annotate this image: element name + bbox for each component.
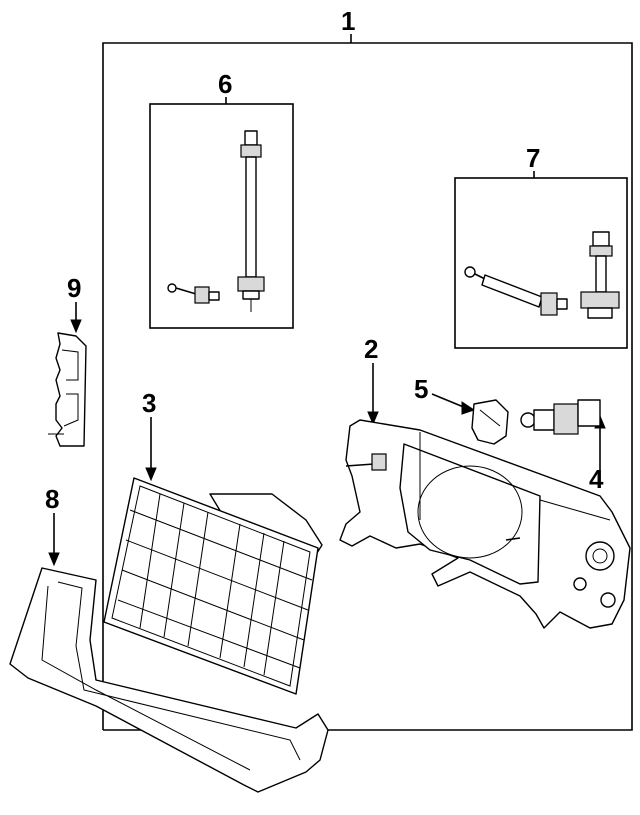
bulb-kit-box-7: 7 [454, 143, 628, 349]
callout-3-label: 3 [142, 388, 156, 418]
long-bulb-6 [237, 130, 265, 312]
vertical-bulb-7 [580, 231, 620, 319]
small-bulb-6 [167, 283, 220, 304]
callout-2-label: 2 [364, 334, 378, 364]
assembly-frame [102, 42, 633, 731]
horizontal-bulb-7 [464, 266, 568, 316]
bulb-kit-box-6: 6 [149, 69, 294, 329]
lens-ribs [117, 493, 313, 676]
callout-1: 1 [341, 6, 355, 43]
callout-1-label: 1 [341, 6, 355, 36]
bulb-socket-5: 5 [414, 374, 509, 445]
callout-4-label: 4 [589, 464, 604, 494]
bezel-8: 8 [9, 484, 329, 793]
callout-6-label: 6 [218, 69, 232, 99]
mounting-bracket-2: 2 [339, 334, 631, 629]
callout-9-label: 9 [67, 273, 81, 303]
callout-7-label: 7 [526, 143, 540, 173]
callout-5-label: 5 [414, 374, 428, 404]
bracket-9: 9 [48, 273, 87, 447]
headlamp-lens-3: 3 [103, 388, 323, 695]
bulb-4: 4 [520, 399, 606, 494]
callout-8-label: 8 [45, 484, 59, 514]
